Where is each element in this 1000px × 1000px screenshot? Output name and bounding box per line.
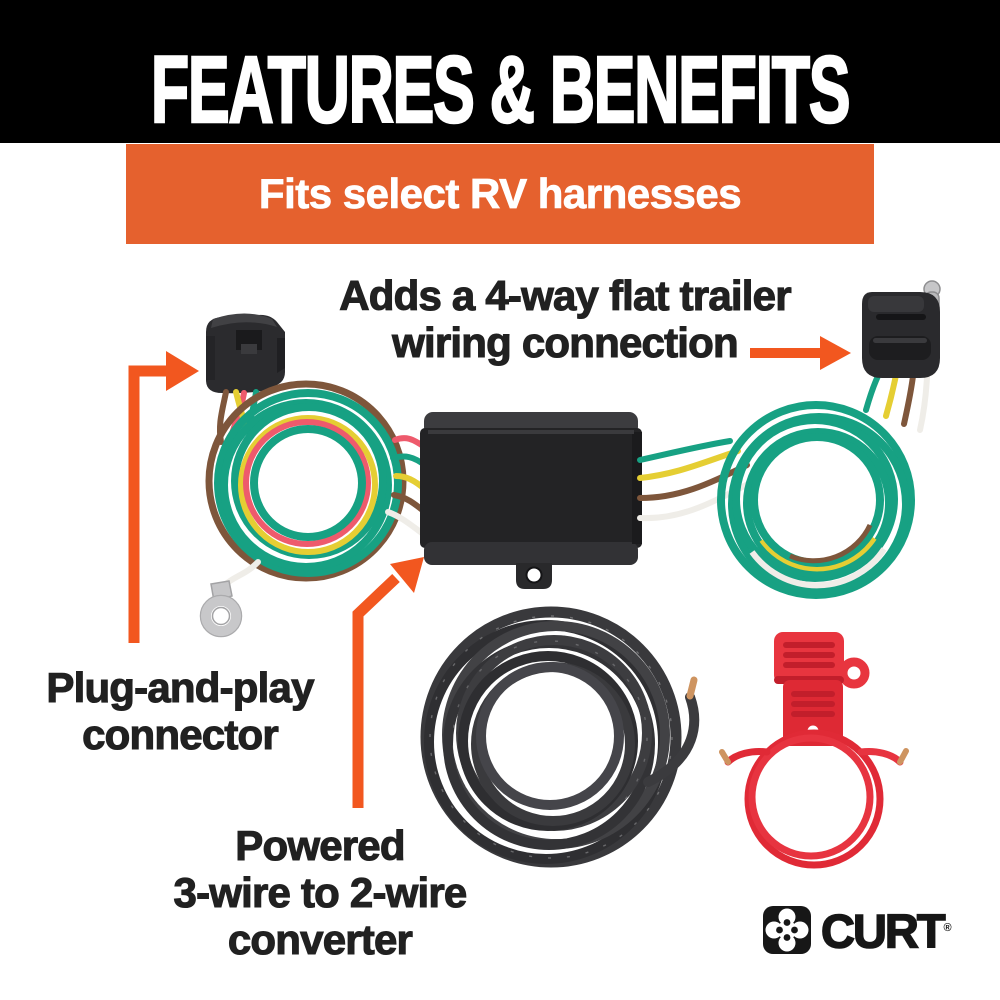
- wire-coil-left: [205, 380, 407, 582]
- ring-terminal: [199, 559, 261, 638]
- callout-plug-line2: connector: [82, 710, 280, 758]
- plug-callout-arrow: [128, 351, 199, 643]
- callout-four-way: Adds a 4-way flat trailer wiring connect…: [300, 271, 830, 366]
- page-title: FEATURES & BENEFITS: [150, 36, 851, 145]
- subtitle-text: Fits select RV harnesses: [258, 170, 742, 218]
- coil-to-connector-wires: [863, 371, 930, 433]
- red-wire-loop: [719, 729, 909, 869]
- subtitle-banner: Fits select RV harnesses: [126, 144, 874, 244]
- header-band: FEATURES & BENEFITS: [0, 0, 1000, 145]
- fuse-holder: [774, 632, 870, 746]
- callout-converter-line3: converter: [227, 915, 413, 963]
- callout-four-way-line2: wiring connection: [392, 318, 740, 366]
- four-flat-connector: [862, 280, 941, 378]
- curt-wordmark-text: CURT: [820, 904, 946, 958]
- curt-wordmark: CURT®: [820, 903, 952, 958]
- callout-converter-line2: 3-wire to 2-wire: [173, 868, 468, 916]
- callout-plug: Plug-and-play connector: [30, 663, 330, 758]
- plug-connector: [206, 313, 285, 394]
- callout-converter-line1: Powered: [235, 821, 406, 869]
- curt-logo: CURT®: [762, 903, 952, 958]
- callout-plug-line1: Plug-and-play: [46, 663, 315, 711]
- converter-callout-arrow: [352, 557, 424, 808]
- black-wire-spool: [420, 606, 700, 868]
- wire-coil-right: [717, 401, 915, 599]
- callout-converter: Powered 3-wire to 2-wire converter: [160, 821, 480, 963]
- callout-four-way-line1: Adds a 4-way flat trailer: [339, 271, 792, 319]
- converter-box: [420, 412, 642, 589]
- registered-mark: ®: [943, 922, 952, 934]
- curt-logo-icon: [763, 905, 811, 954]
- connection-callout-arrow: [750, 336, 851, 370]
